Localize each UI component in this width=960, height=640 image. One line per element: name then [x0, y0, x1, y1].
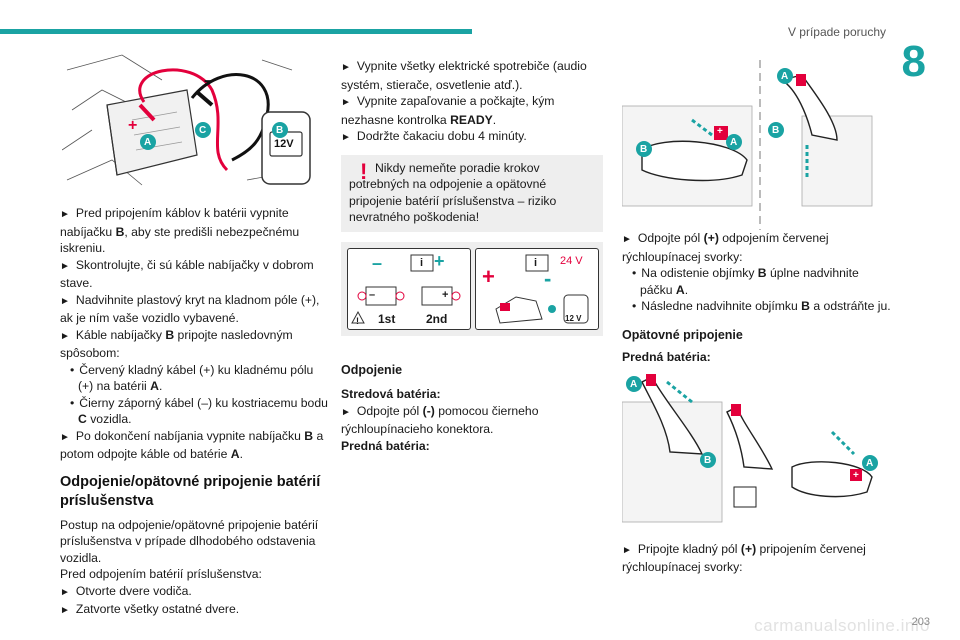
step-disconnect-negative: Odpojte pól (-) pomocou čierneho rýchlou… — [341, 403, 603, 438]
clamp-label-a-top: A — [781, 71, 789, 82]
header-accent-bar — [0, 29, 472, 34]
clamp-plus-mark: + — [717, 126, 723, 137]
step-switch-off-consumers: Vypnite všetky elektrické spotrebiče (au… — [341, 58, 603, 93]
charger-connection-illustration: A C B + – 12V — [61, 50, 328, 195]
step-close-other-doors: Zatvorte všetky ostatné dvere. — [60, 601, 328, 620]
substep-red-cable: Červený kladný kábel (+) ku kladnému pól… — [60, 362, 328, 395]
charger-plus-sign: + — [128, 117, 138, 134]
step-finish-charging: Po dokončení nabíjania vypnite nabíjačku… — [60, 428, 328, 463]
section-heading-disconnect: Odpojenie — [341, 362, 403, 377]
pictogram-first: 1st — [378, 311, 396, 326]
warning-box: ! Nikdy nemeňte poradie krokov potrebnýc… — [341, 154, 603, 232]
section-heading-accessory-batteries: Odpojenie/opätovné pripojenie batérií pr… — [60, 473, 321, 509]
reconnect-label-b: B — [704, 454, 712, 466]
watermark: carmanualsonline.info — [754, 616, 930, 635]
page-number: 203 — [911, 616, 930, 628]
warning-text: Nikdy nemeňte poradie krokov potrebných … — [349, 160, 557, 225]
charger-label-c: C — [199, 125, 207, 136]
reconnect-label-a2: A — [866, 457, 874, 469]
chapter-number: 8 — [901, 37, 926, 86]
reconnect-label-a: A — [630, 378, 638, 390]
section-title: V prípade poruchy — [787, 25, 886, 39]
step-open-driver-door: Otvorte dvere vodiča. — [60, 583, 328, 602]
step-lift-cover: Nadvihnite plastový kryt na kladnom póle… — [60, 292, 328, 327]
charger-12v-badge: 12V — [274, 138, 294, 150]
step-disconnect-positive: Odpojte pól (+) odpojením červenej rýchl… — [622, 230, 892, 265]
clamp-reconnect-diagram — [621, 373, 878, 522]
step-ignition-off: Vypnite zapaľovanie a počkajte, kým nezh… — [341, 93, 603, 128]
section-heading-reconnect: Opätovné pripojenie — [622, 327, 743, 342]
intro-text: Postup na odpojenie/opätovné pripojenie … — [60, 517, 319, 565]
step-switch-off-charger: Pred pripojením káblov k batérii vypnite… — [60, 205, 328, 257]
pictogram-info: i — [420, 256, 424, 269]
substep-black-cable: Čierny záporný kábel (–) ku kostriacemu … — [60, 395, 328, 428]
step-wait-4-minutes: Dodržte čakaciu dobu 4 minúty. — [341, 128, 603, 147]
pictogram-24v: 24 V — [560, 254, 583, 267]
charger-pictogram — [495, 254, 589, 324]
pictogram-info-2: i — [534, 256, 538, 269]
column-1: A C B + – 12V Pred pripojením káblov k b… — [60, 50, 328, 620]
order-pictogram-figure: – + i ! – + 1st 2nd i 24 V + - 12 V — [341, 241, 603, 336]
charger-label-b: B — [276, 125, 284, 136]
before-disconnect-text: Pred odpojením batérií príslušenstva: — [60, 567, 262, 581]
charger-label-a: A — [144, 137, 152, 148]
clamp-reconnect-illustration: A B A + — [621, 371, 892, 527]
clamp-label-b-right: B — [772, 125, 780, 136]
pictogram-second: 2nd — [426, 311, 448, 326]
pictogram-teal-minus: - — [544, 265, 552, 291]
clamp-disconnect-illustration: A B B A + — [621, 60, 892, 230]
column-2: Vypnite všetky elektrické spotrebiče (au… — [341, 58, 603, 454]
reconnect-plus-mark: + — [853, 469, 859, 481]
warning-exclamation-icon: ! — [360, 158, 368, 184]
pictogram-12v-badge: 12 V — [565, 313, 582, 323]
pictogram-caution: ! — [356, 315, 359, 326]
pictogram-order-panel: – + i ! – + 1st 2nd — [347, 247, 471, 330]
front-battery-heading: Predná batéria: — [341, 438, 430, 453]
step-reconnect-positive: Pripojte kladný pól (+) pripojením červe… — [622, 541, 892, 576]
order-diagram — [351, 254, 461, 323]
pictogram-minus: – — [372, 252, 383, 273]
central-battery-heading: Stredová batéria: — [341, 387, 441, 401]
pictogram-batt2-plus: + — [442, 288, 449, 301]
pictogram-charger-panel: i 24 V + - 12 V — [475, 247, 599, 330]
charger-minus-sign: – — [204, 70, 215, 90]
clamp-label-b-left: B — [640, 144, 648, 155]
pictogram-red-plus: + — [482, 263, 495, 289]
step-connect-cables: Káble nabíjačky B pripojte nasledovným s… — [60, 327, 328, 362]
clamp-label-a-left: A — [730, 137, 738, 148]
pictogram-plus: + — [434, 250, 445, 271]
substep-remove-sleeve: Následne nadvihnite objímku B a odstráňt… — [622, 298, 892, 315]
step-check-cables: Skontrolujte, či sú káble nabíjačky v do… — [60, 257, 328, 292]
substep-lift-lever: Na odistenie objímky B úplne nadvihnite … — [622, 265, 892, 298]
clamp-disconnect-diagram — [621, 60, 873, 230]
charger-diagram — [61, 54, 311, 186]
front-battery-heading-reconnect: Predná batéria: — [622, 350, 711, 364]
pictogram-batt1-minus: – — [369, 288, 376, 301]
column-3: A B B A + Odpojte pól (+) odpojením červ… — [621, 60, 892, 576]
